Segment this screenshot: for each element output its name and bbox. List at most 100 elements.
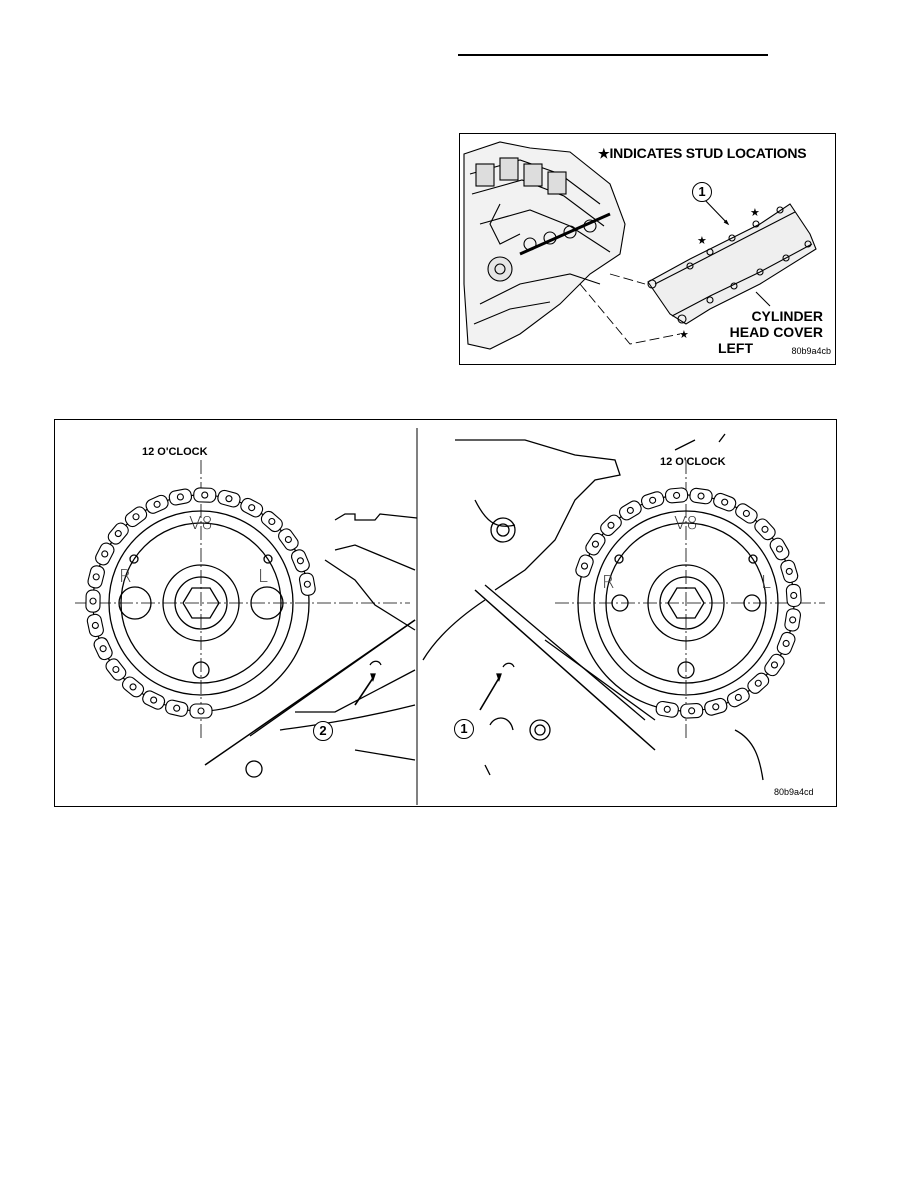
chain-link <box>680 703 704 719</box>
chain-link <box>769 537 790 561</box>
chain-pin <box>663 705 671 713</box>
chain-pin <box>754 679 762 687</box>
left-timing-chain <box>85 487 316 719</box>
cylinder-head-cover-figure: ★ ★ ★ ★INDICATES STUD LOCATIONS 1 CYLIND… <box>459 133 836 365</box>
cover-label-line2: HEAD COVER <box>729 324 823 340</box>
right-timing-chain <box>575 487 802 719</box>
chain-link <box>145 494 169 514</box>
figure-code-2: 80b9a4cd <box>774 787 814 797</box>
callout-1-right: 1 <box>454 719 474 739</box>
chain-link <box>726 687 750 708</box>
chain-link <box>260 510 283 533</box>
cylinder-head-cover-label: CYLINDER HEAD COVER LEFT <box>718 308 823 356</box>
chain-pin <box>688 707 696 715</box>
chain-pin <box>697 492 705 500</box>
left-gear-v8-mark: V8 <box>189 513 213 534</box>
chain-link <box>142 690 166 710</box>
chain-link <box>735 503 758 524</box>
cover-label-line1: CYLINDER <box>751 308 823 324</box>
chain-pin <box>201 491 209 499</box>
cover-label-line3: LEFT <box>718 340 753 356</box>
chain-link <box>784 608 801 632</box>
chain-link <box>87 565 105 589</box>
chain-link <box>124 506 148 528</box>
chain-link <box>776 631 796 656</box>
chain-link <box>713 492 737 512</box>
chain-link <box>600 514 622 537</box>
chain-pin <box>782 639 790 648</box>
left-gear-l-mark: L <box>258 566 269 587</box>
caption-text: INDICATES STUD LOCATIONS <box>609 145 807 161</box>
chain-link <box>93 637 113 661</box>
chain-pin <box>303 580 311 588</box>
chain-link <box>785 583 802 608</box>
chain-pin <box>225 495 233 503</box>
chain-pin <box>734 693 742 702</box>
chain-pin <box>91 621 99 630</box>
chain-pin <box>99 645 107 653</box>
chain-link <box>641 491 665 510</box>
timing-sprocket-figure: 12 O'CLOCK 12 O'CLOCK V8 R L V8 R L 2 1 … <box>54 419 837 807</box>
chain-link <box>189 703 213 719</box>
right-gear-l-mark: L <box>761 572 772 593</box>
chain-pin <box>761 525 769 533</box>
chain-link <box>655 700 679 718</box>
chain-pin <box>92 573 100 581</box>
chain-link <box>278 528 299 551</box>
chain-link <box>754 518 776 541</box>
chain-link <box>747 672 770 694</box>
stud-star-2: ★ <box>750 206 760 219</box>
chain-pin <box>607 521 615 529</box>
chain-pin <box>89 597 97 605</box>
stud-star-3: ★ <box>679 328 689 341</box>
chain-pin <box>153 500 161 508</box>
chain-link <box>168 488 193 506</box>
chain-link <box>689 487 713 505</box>
chain-pin <box>248 504 256 512</box>
chain-link <box>193 487 217 503</box>
chain-pin <box>296 557 304 565</box>
chain-pin <box>712 703 720 711</box>
chain-pin <box>742 509 750 518</box>
chain-link <box>575 554 594 578</box>
stud-star-1: ★ <box>697 234 707 247</box>
chain-link <box>107 522 129 545</box>
chain-pin <box>197 707 205 715</box>
chain-pin <box>580 562 589 570</box>
chain-pin <box>132 513 140 521</box>
right-gear-r-mark: R <box>602 572 615 593</box>
chain-link <box>85 589 101 613</box>
chain-pin <box>789 616 797 624</box>
chain-pin <box>785 567 793 575</box>
right-gear-v8-mark: V8 <box>674 513 698 534</box>
chain-pin <box>129 683 137 691</box>
figure-code-1: 80b9a4cb <box>791 346 831 356</box>
chain-pin <box>173 704 181 712</box>
chain-pin <box>790 591 798 600</box>
stud-locations-caption: ★INDICATES STUD LOCATIONS <box>598 145 807 162</box>
chain-pin <box>150 696 158 704</box>
chain-link <box>86 613 104 638</box>
chain-pin <box>649 496 657 504</box>
chain-pin <box>626 506 634 514</box>
chain-pin <box>770 661 779 669</box>
section-rule <box>458 54 768 56</box>
chain-pin <box>721 498 729 506</box>
callout-2: 2 <box>313 721 333 741</box>
chain-pin <box>112 665 120 674</box>
right-12-oclock-label: 12 O'CLOCK <box>660 456 726 468</box>
chain-link <box>780 559 799 584</box>
sprocket-illustration <box>75 428 825 805</box>
star-icon: ★ <box>598 146 610 161</box>
chain-link <box>764 653 785 677</box>
chain-link <box>217 489 241 508</box>
chain-link <box>704 697 728 716</box>
chain-pin <box>114 530 122 538</box>
chain-link <box>298 572 316 596</box>
chain-pin <box>268 517 276 526</box>
chain-pin <box>775 545 784 553</box>
chain-link <box>105 658 127 681</box>
engine-illustration: ★ ★ ★ <box>463 141 817 350</box>
left-gear-r-mark: R <box>119 566 132 587</box>
chain-link <box>165 699 189 717</box>
